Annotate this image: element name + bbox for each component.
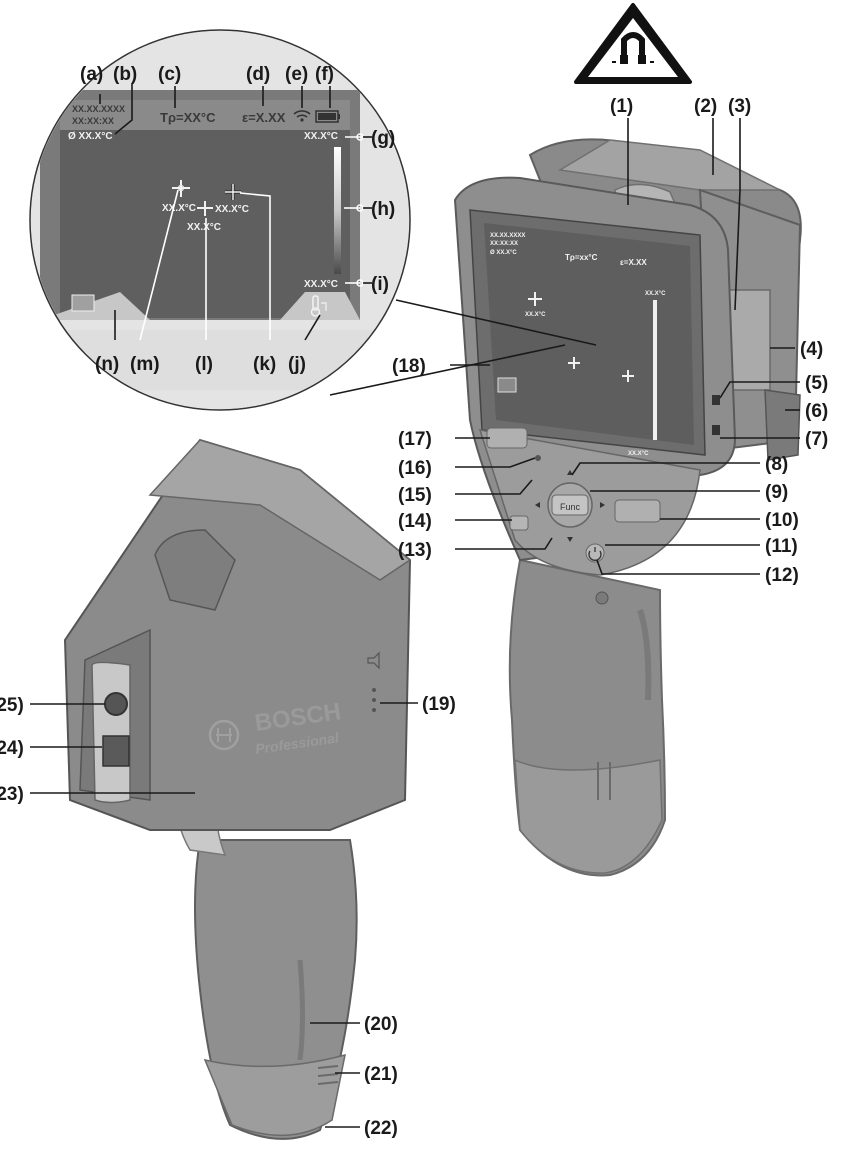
device-date: XX.XX.XXXX: [490, 233, 525, 239]
callout-20: (20): [364, 1014, 398, 1035]
callout-a: (a): [80, 64, 103, 85]
callout-2: (2): [694, 96, 717, 117]
callout-10: (10): [765, 510, 799, 531]
wifi-icon: [293, 110, 311, 122]
callout-l: (l): [195, 354, 213, 375]
device-max-temp: XX.X°C: [645, 291, 666, 297]
callout-12: (12): [765, 565, 799, 586]
screen-max-temp: XX.X°C: [304, 131, 338, 142]
device-marker-temp: XX.X°C: [525, 312, 546, 318]
callout-k: (k): [253, 354, 276, 375]
callout-22: (22): [364, 1118, 398, 1139]
callout-11: (11): [765, 536, 798, 557]
arrow-right-icon: [600, 502, 605, 508]
callout-14: (14): [398, 511, 432, 532]
callout-9: (9): [765, 482, 788, 503]
arrow-left-icon: [535, 502, 540, 508]
marker-left-temp: XX.X°C: [162, 203, 196, 214]
right-softkey-button[interactable]: [614, 499, 661, 523]
callout-labels: (1) (2) (3) (4) (5) (6) (7) (8) (9) (10)…: [0, 64, 828, 1139]
crosshair-icon: [225, 184, 241, 200]
callout-g: (g): [371, 128, 395, 149]
callout-24: (24): [0, 738, 24, 759]
save-button[interactable]: [509, 515, 529, 531]
speaker-icon: [367, 651, 380, 670]
screen-time: XX:XX:XX: [72, 116, 114, 126]
callout-1: (1): [610, 96, 633, 117]
left-softkey-button[interactable]: [486, 427, 528, 449]
callout-c: (c): [158, 64, 181, 85]
callout-h: (h): [371, 199, 395, 220]
callout-16: (16): [398, 458, 432, 479]
callout-17: (17): [398, 429, 432, 450]
callout-19: (19): [422, 694, 456, 715]
callout-b: (b): [113, 64, 137, 85]
screen-avg-temp: Ø XX.X°C: [68, 131, 113, 142]
callout-6: (6): [805, 401, 828, 422]
sensor-dot: [535, 455, 541, 461]
callout-8: (8): [765, 454, 788, 475]
device-color-scale: [653, 300, 657, 440]
callout-13: (13): [398, 540, 432, 561]
svg-text:Func: Func: [560, 502, 581, 512]
crosshair-icon: [528, 292, 542, 306]
callout-i: (i): [371, 274, 389, 295]
magnet-warning-icon: [574, 3, 692, 84]
callout-5: (5): [805, 373, 828, 394]
screen-min-temp: XX.X°C: [304, 279, 338, 290]
arrow-down-icon: [567, 537, 573, 542]
callout-f: (f): [315, 64, 334, 85]
screen-reflected-temp: Tρ=XX°C: [160, 110, 216, 125]
callout-25: (25): [0, 695, 24, 716]
rear-device: Func: [453, 138, 802, 877]
callout-m: (m): [130, 354, 160, 375]
callout-7: (7): [805, 429, 828, 450]
callout-j: (j): [288, 354, 306, 375]
crosshair-icon: [197, 201, 213, 216]
callout-n: (n): [95, 354, 119, 375]
infrared-lens: [102, 735, 130, 767]
callout-d: (d): [246, 64, 270, 85]
device-avg-temp: Ø XX.X°C: [490, 250, 517, 256]
color-scale: [334, 147, 341, 274]
callout-leaders: [30, 118, 800, 1128]
device-min-temp: XX.X°C: [628, 451, 649, 457]
marker-center-temp: XX.X°C: [187, 222, 221, 233]
callout-15: (15): [398, 485, 432, 506]
callout-18: (18): [392, 356, 426, 377]
device-display: [484, 223, 694, 445]
screen-date: XX.XX.XXXX: [72, 104, 125, 114]
func-button[interactable]: [551, 494, 589, 516]
front-device: BOSCH Professional: [63, 438, 412, 1140]
device-reflected-temp: Tρ=xx°C: [565, 253, 598, 262]
device-screen-content: XX.XX.XXXX XX:XX:XX Ø XX.X°C Tρ=xx°C ε=X…: [490, 233, 666, 457]
device-gallery-icon: [497, 377, 517, 393]
callout-e: (e): [285, 64, 308, 85]
callout-3: (3): [728, 96, 751, 117]
power-icon: [588, 547, 602, 561]
device-time: XX:XX:XX: [490, 241, 518, 247]
callout-21: (21): [364, 1064, 398, 1085]
arrow-up-icon: [567, 470, 573, 475]
gallery-icon: [71, 294, 95, 312]
callout-23: (23): [0, 784, 24, 805]
device-emissivity: ε=X.XX: [620, 258, 647, 267]
screen-emissivity: ε=X.XX: [242, 110, 286, 125]
crosshair-icon: [172, 180, 190, 197]
bosch-logo-icon: [208, 719, 240, 751]
thermometer-icon: [310, 295, 327, 317]
marker-right-temp: XX.X°C: [215, 204, 249, 215]
callout-4: (4): [800, 339, 823, 360]
zoom-circle: XX.XX.XXXX XX:XX:XX Ø XX.X°C Tρ=XX°C ε=X…: [29, 29, 597, 411]
battery-icon: [315, 110, 340, 123]
camera-lens: [104, 692, 128, 716]
